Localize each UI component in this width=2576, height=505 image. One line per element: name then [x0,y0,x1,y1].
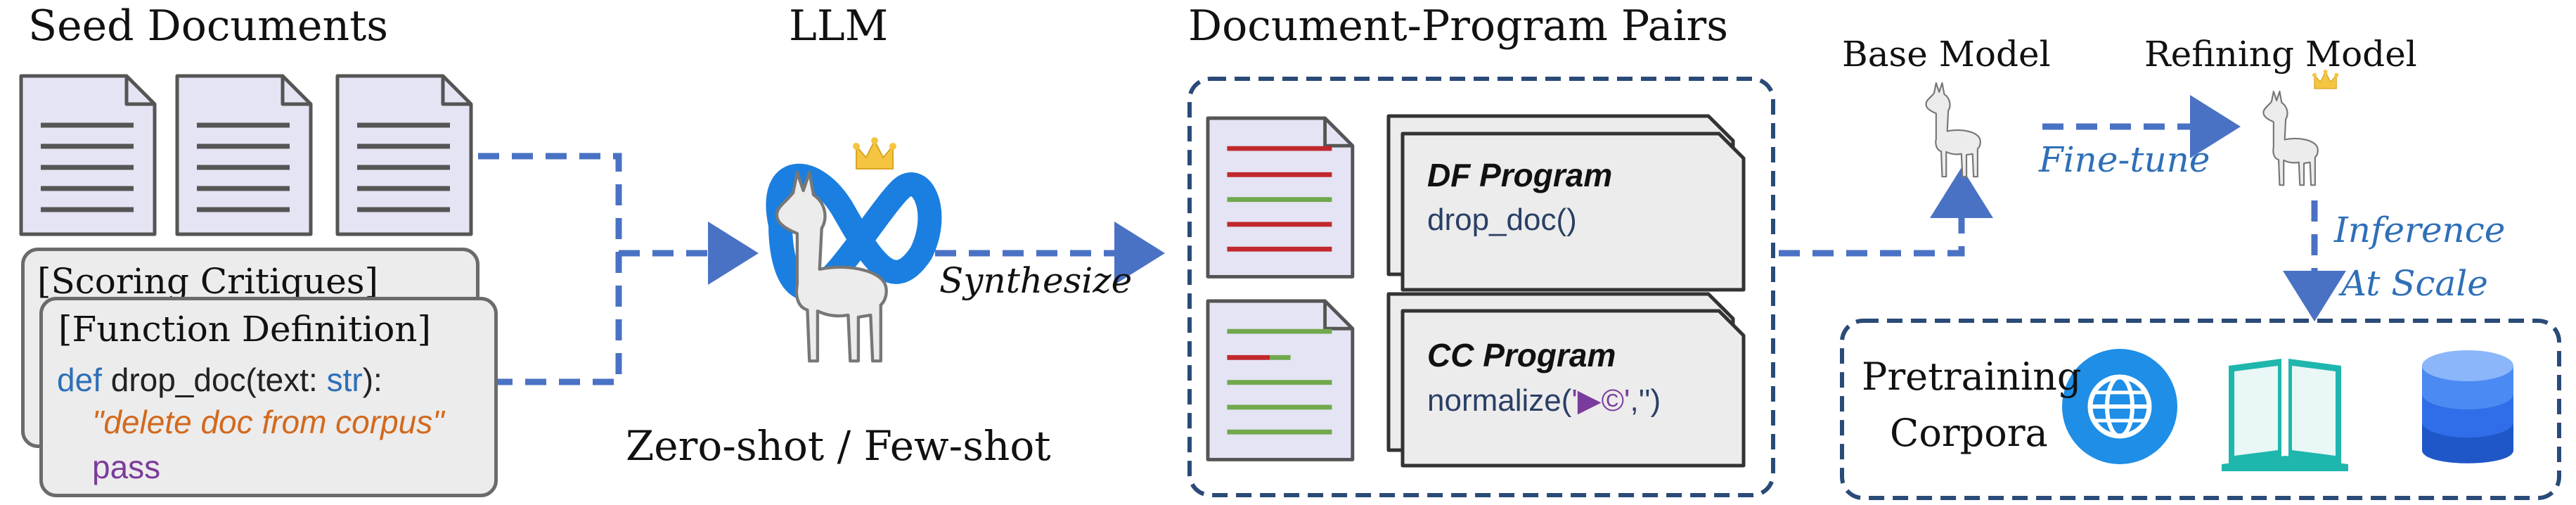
function-definition-label: [Function Definition] [58,309,432,350]
document-icon [21,76,155,234]
globe-icon [2062,349,2177,464]
function-definition-card: [Function Definition] def drop_doc(text:… [39,297,498,497]
book-icon [2222,359,2348,471]
synthesize-label: Synthesize [939,260,1133,301]
refining-model-title: Refining Model [2144,34,2417,75]
at-scale-label: At Scale [2341,263,2488,304]
base-model-title: Base Model [1842,34,2051,75]
cc-code-suffix: ,'') [1630,383,1661,418]
arrow-to-base-model [1779,167,1993,257]
corpora-line-1: Pretraining [1862,354,2082,399]
fine-tune-label: Fine-tune [2039,139,2210,180]
corpora-line-2: Corpora [1890,411,2048,455]
df-program-title: DF Program [1427,157,1613,193]
seed-documents-title: Seed Documents [28,1,389,51]
code-keyword: def [57,362,102,398]
document-icon [1206,116,1355,279]
cc-program-card [1386,292,1746,468]
code-function: drop_doc(text: [110,362,327,398]
cc-program-title: CC Program [1427,337,1616,373]
code-close: ): [362,362,382,398]
inference-label: Inference [2334,210,2506,250]
document-icon [337,76,471,234]
seed-connector [478,153,622,385]
llama-icon [2262,90,2319,186]
code-docstring: "delete doc from corpus" [92,404,444,440]
df-program-card [1386,114,1746,292]
pairs-frame [1187,77,1775,497]
llama-icon [1925,82,1981,178]
pairs-title: Document-Program Pairs [1188,1,1729,51]
crown-icon [852,136,897,170]
zero-few-shot-label: Zero-shot / Few-shot [626,422,1051,470]
cc-code-arg: '▶©' [1571,383,1630,418]
scoring-critiques-label: [Scoring Critiques] [37,261,379,302]
df-program-code: drop_doc() [1427,203,1577,237]
cc-program-code: normalize('▶©','') [1427,383,1661,418]
document-icon [1206,299,1355,461]
database-icon [2422,350,2513,464]
document-icon [177,76,311,234]
code-pass: pass [92,449,161,485]
code-type: str [326,362,363,398]
code-line-def: def drop_doc(text: str): [57,361,382,399]
cc-code-prefix: normalize( [1427,383,1572,418]
llm-title: LLM [789,1,889,51]
corpora-frame [1840,319,2561,500]
